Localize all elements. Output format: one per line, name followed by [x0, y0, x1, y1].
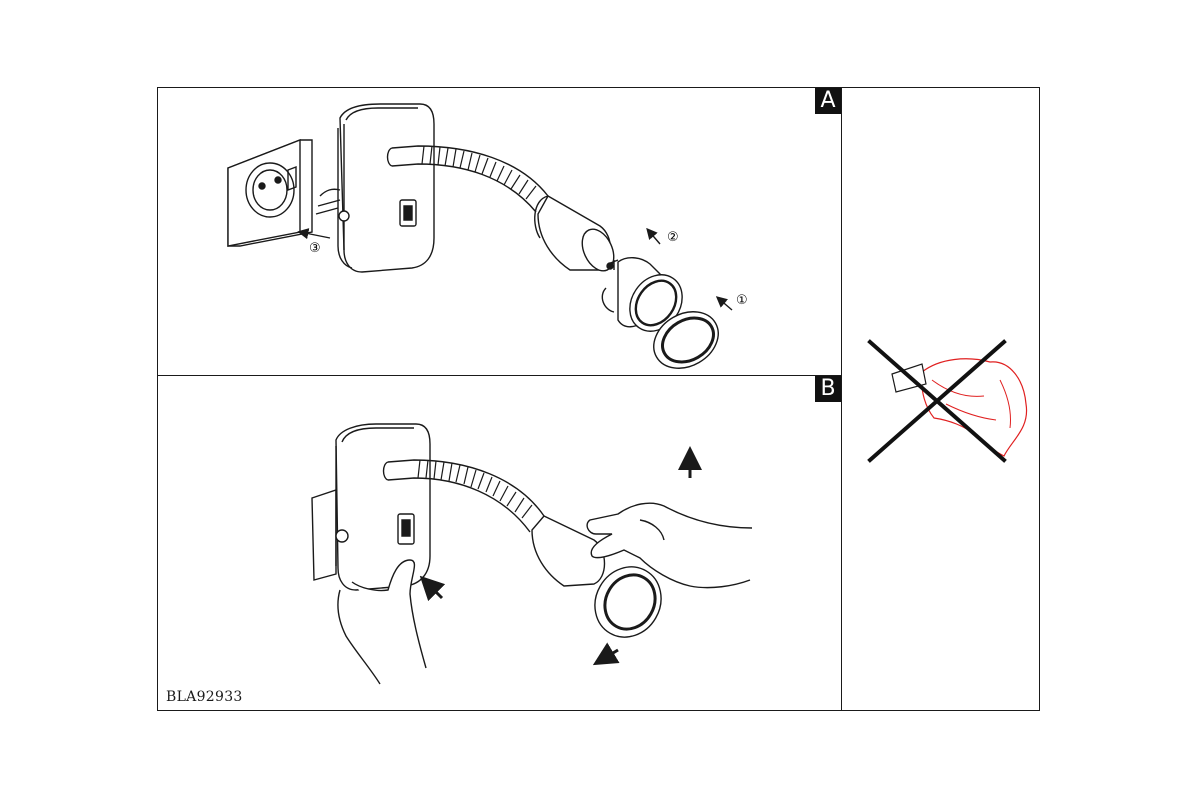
hand-icon [586, 502, 753, 589]
horizontal-divider [157, 375, 842, 376]
plug-lamp-icon [315, 103, 615, 273]
panel-b-label: B [815, 376, 841, 402]
arrow-icon [419, 575, 446, 602]
led-bulb-icon [601, 257, 683, 332]
cover-ring-icon [653, 311, 719, 369]
arrow-icon [646, 227, 661, 245]
hand-icon [337, 559, 427, 685]
panel-b-illustration [311, 423, 753, 685]
wall-socket-icon [227, 138, 313, 247]
arrow-icon [715, 296, 733, 311]
step-two-label: ② [667, 230, 679, 245]
arrow-icon [297, 228, 331, 240]
cloth-icon [921, 358, 1028, 457]
panel-a-illustration [227, 103, 733, 369]
vertical-divider [841, 87, 842, 711]
model-code: BLA92933 [166, 689, 243, 705]
step-three-label: ③ [309, 241, 321, 256]
panel-a-label: A [815, 88, 841, 114]
arrow-icon [592, 642, 620, 666]
step-one-label: ① [736, 293, 748, 308]
cross-out-icon [867, 339, 1007, 463]
instruction-frame [157, 87, 1040, 711]
no-wet-cloth-illustration [867, 339, 1028, 463]
